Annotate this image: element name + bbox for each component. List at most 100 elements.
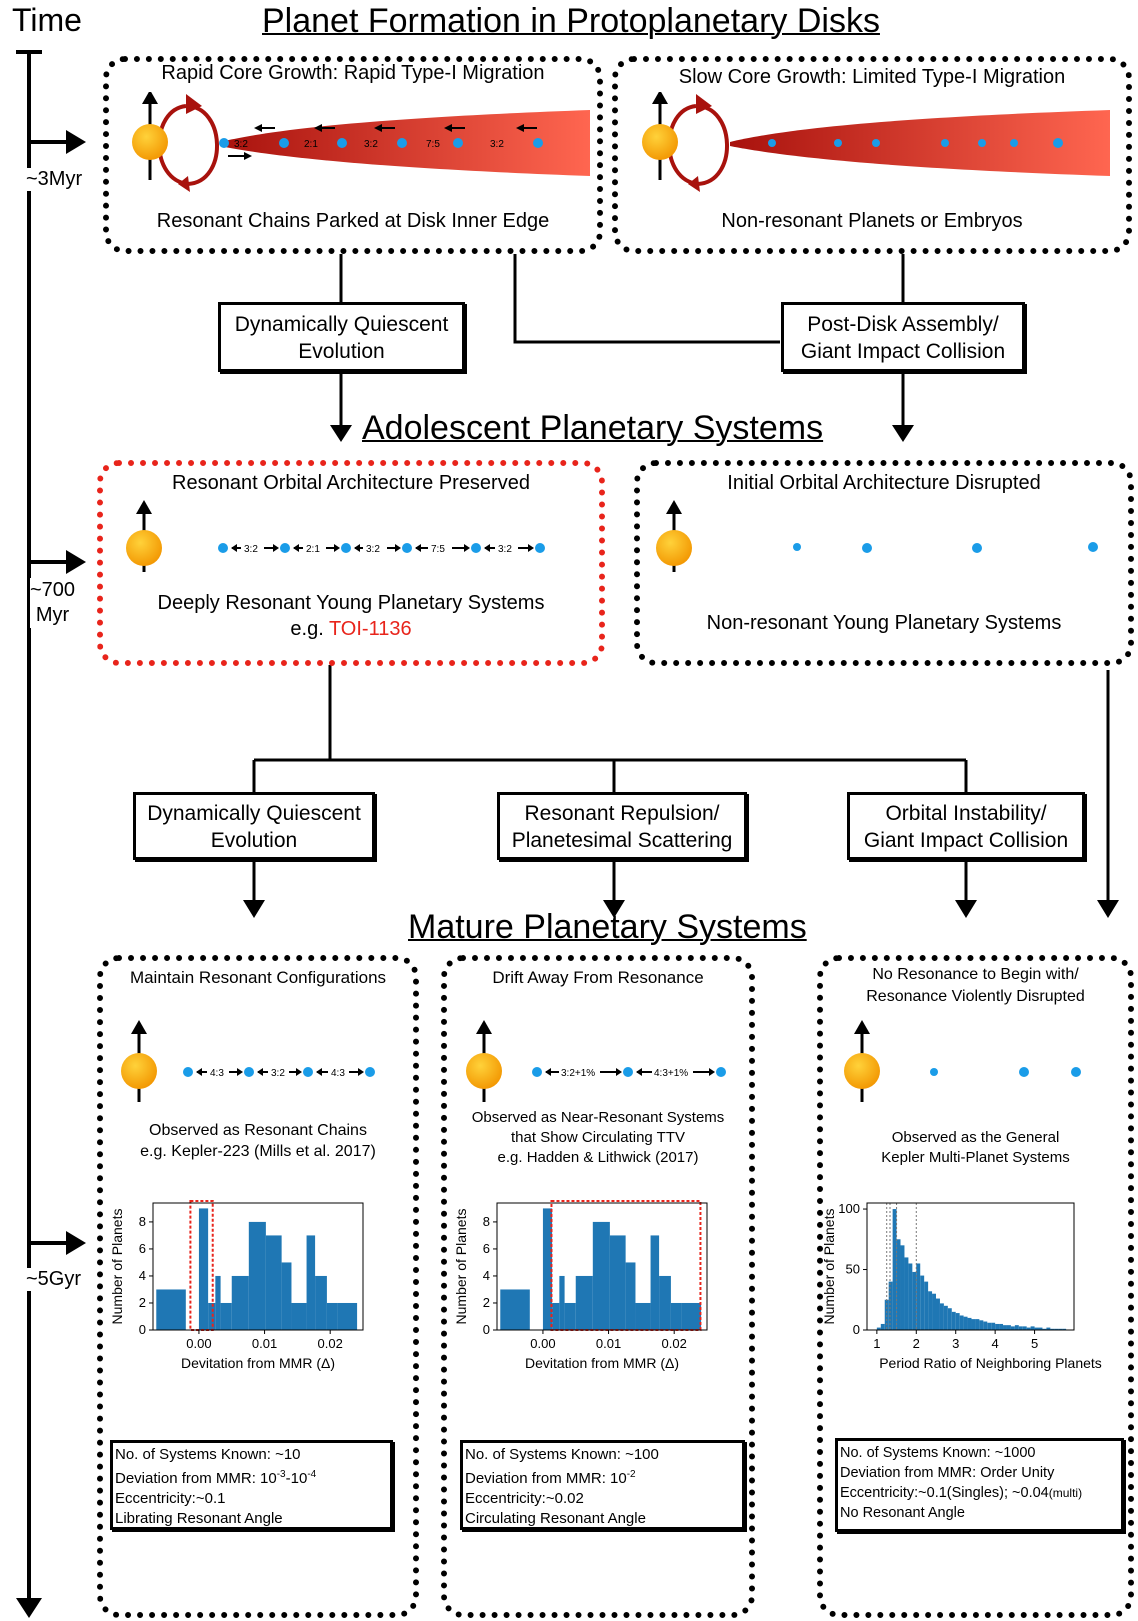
histogram-bar <box>281 1262 292 1330</box>
plot-frame <box>866 1202 1075 1331</box>
histogram-bar <box>939 1303 944 1330</box>
maintain-resonant-title: Maintain Resonant Configurations <box>129 968 387 987</box>
rapid-ratio-4: 7:5 <box>426 139 440 150</box>
time-label-3myr: ~3Myr <box>26 168 83 191</box>
histogram-bar <box>635 1302 651 1330</box>
slow-core-growth-title: Slow Core Growth: Limited Type-I Migrati… <box>678 66 1066 88</box>
histogram-bar <box>884 1299 889 1330</box>
histogram-bar <box>156 1289 186 1330</box>
drift-ratio-1: 3:2+1% <box>561 1068 595 1079</box>
histogram-bar <box>880 1323 885 1330</box>
no-resonance-box <box>817 955 1134 1618</box>
mature-ratio-2: 3:2 <box>271 1068 285 1079</box>
rapid-core-growth-box <box>103 56 603 254</box>
histogram-bar <box>967 1317 972 1330</box>
resonant-repulsion-box: Resonant Repulsion/ Planetesimal Scatter… <box>497 792 747 860</box>
time-axis <box>16 50 86 1618</box>
histogram-bar <box>1026 1327 1031 1330</box>
plot-frame <box>152 1202 364 1331</box>
histogram-bar <box>908 1263 913 1330</box>
histogram-bar <box>248 1221 266 1330</box>
resonant-preserved-box <box>97 460 605 666</box>
no-resonance-info-box: No. of Systems Known: ~1000 Deviation fr… <box>835 1438 1124 1532</box>
histogram-bar <box>1010 1326 1015 1330</box>
histogram-bar <box>291 1302 307 1330</box>
histogram-bar <box>1030 1326 1035 1330</box>
histogram-bar <box>979 1320 984 1330</box>
histogram-bar <box>500 1289 530 1330</box>
no-resonance-illustration <box>844 1020 1081 1102</box>
histogram-bar <box>315 1275 327 1330</box>
histogram-bar <box>1018 1326 1023 1330</box>
x-axis-label: Period Ratio of Neighboring Planets <box>879 1355 1102 1371</box>
maintain-observed-text: Observed as Resonant Chains e.g. Kepler-… <box>140 1122 376 1160</box>
histogram-bar <box>900 1245 905 1330</box>
x-tick-label: 0.02 <box>662 1336 687 1351</box>
x-tick-label: 0.01 <box>596 1336 621 1351</box>
rapid-ratio-1: 3:2 <box>234 139 248 150</box>
y-tick-label: 50 <box>846 1262 860 1277</box>
histogram-bar <box>947 1308 952 1330</box>
histogram-bar <box>1050 1328 1055 1330</box>
histogram-bar <box>559 1275 565 1330</box>
histogram-bar <box>1003 1325 1007 1330</box>
rapid-core-growth-title: Rapid Core Growth: Rapid Type-I Migratio… <box>161 62 545 84</box>
histogram-bar <box>198 1208 209 1330</box>
histogram-bar <box>995 1323 1000 1330</box>
initial-disrupted-caption: Non-resonant Young Planetary Systems <box>706 612 1062 634</box>
migration-arrows <box>157 104 219 186</box>
histogram-bar <box>955 1313 960 1330</box>
histogram-bar <box>575 1275 593 1330</box>
drift-away-box <box>441 955 755 1618</box>
histogram-bar <box>959 1315 964 1330</box>
y-tick-label: 4 <box>139 1268 146 1283</box>
x-tick-label: 4 <box>992 1336 999 1351</box>
rapid-ratio-5: 3:2 <box>490 139 504 150</box>
heading-mature: Mature Planetary Systems <box>408 908 807 946</box>
slow-core-growth-box <box>612 56 1132 254</box>
y-tick-label: 6 <box>483 1241 490 1256</box>
x-axis-label: Devitation from MMR (Δ) <box>525 1355 679 1371</box>
histogram-bar <box>326 1302 338 1330</box>
histogram-bar <box>1054 1328 1059 1330</box>
adolescent-ratio-1: 3:2 <box>244 544 258 555</box>
adolescent-ratio-3: 3:2 <box>366 544 380 555</box>
histogram-bar <box>670 1302 682 1330</box>
quiescent-evolution-box-1: Dynamically Quiescent Evolution <box>218 302 465 372</box>
x-axis-label: Devitation from MMR (Δ) <box>181 1355 335 1371</box>
drift-away-illustration: 3:2+1% 4:3+1% <box>466 1020 726 1102</box>
rapid-disk-illustration: 3:2 2:1 3:2 7:5 3:2 <box>132 92 590 192</box>
histogram-bar <box>1046 1327 1051 1330</box>
histogram-bar <box>876 1327 881 1330</box>
toi-1136-example: e.g. TOI-1136 <box>290 618 412 640</box>
maintain-resonant-box <box>97 955 419 1618</box>
histogram-bar <box>650 1235 660 1330</box>
y-tick-label: 0 <box>483 1322 490 1337</box>
histogram-bar <box>936 1298 940 1330</box>
x-tick-label: 0.00 <box>530 1336 555 1351</box>
post-disk-assembly-box: Post-Disk Assembly/ Giant Impact Collisi… <box>781 302 1025 372</box>
histogram-bar <box>904 1257 909 1330</box>
histogram-bar <box>983 1321 988 1330</box>
histogram-bar <box>1042 1328 1047 1330</box>
maintain-info-box: No. of Systems Known: ~10 Deviation from… <box>110 1440 393 1530</box>
initial-disrupted-title: Initial Orbital Architecture Disrupted <box>727 472 1041 494</box>
histogram-bar <box>659 1275 671 1330</box>
y-axis-label: Number of Planets <box>822 1209 837 1325</box>
histogram-bar <box>924 1281 929 1330</box>
y-tick-label: 0 <box>139 1322 146 1337</box>
histogram-bar <box>306 1235 316 1330</box>
histogram-bar <box>592 1221 610 1330</box>
histogram-bar <box>932 1293 936 1330</box>
heading-formation: Planet Formation in Protoplanetary Disks <box>262 2 880 40</box>
histogram-bar <box>609 1235 626 1330</box>
histogram-bar <box>1034 1327 1039 1330</box>
plot-frame <box>496 1202 708 1331</box>
time-label-5gyr: ~5Gyr <box>26 1268 82 1291</box>
histogram-bar <box>987 1322 992 1330</box>
x-tick-label: 2 <box>913 1336 920 1351</box>
mature-ratio-1: 4:3 <box>210 1068 224 1079</box>
